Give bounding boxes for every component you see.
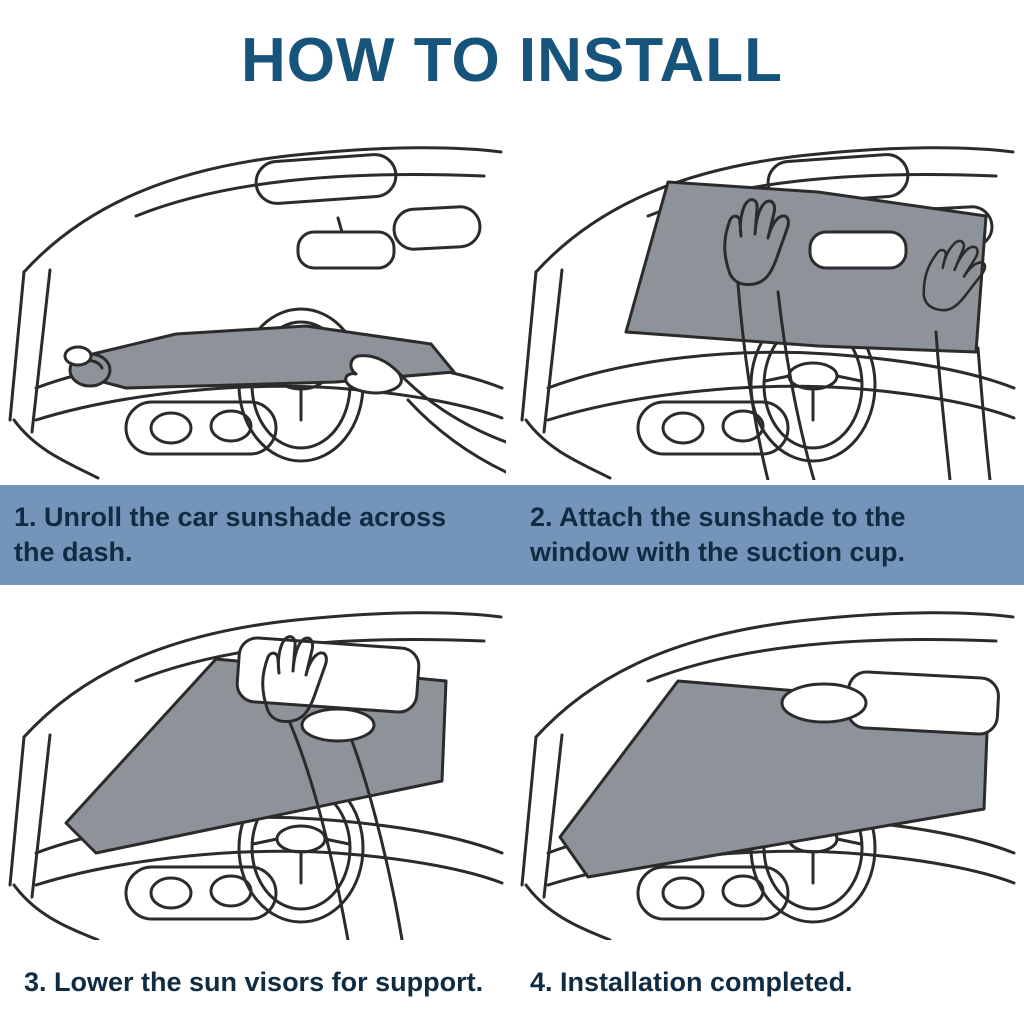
illustration-row-1 — [0, 120, 1024, 485]
step-3-lower-visors-illustration — [8, 611, 504, 940]
step-2-panel — [512, 120, 1024, 485]
step-1-panel — [0, 120, 512, 485]
step-2-caption: 2. Attach the sunshade to the window wit… — [530, 502, 906, 567]
step-4-panel — [512, 585, 1024, 940]
step-3-panel — [0, 585, 512, 940]
step-2-attach-sunshade-illustration — [520, 146, 1016, 480]
step-1-unroll-sunshade-illustration — [8, 146, 506, 480]
caption-band-steps-1-2: 1. Unroll the car sunshade across the da… — [0, 485, 1024, 585]
page-title: HOW TO INSTALL — [240, 25, 784, 95]
step-4-caption: 4. Installation completed. — [530, 966, 853, 997]
step-3-caption: 3. Lower the sun visors for support. — [24, 966, 484, 997]
title-bar: HOW TO INSTALL — [0, 0, 1024, 120]
step-1-caption: 1. Unroll the car sunshade across the da… — [14, 502, 447, 567]
caption-band-steps-3-4: 3. Lower the sun visors for support. 4. … — [0, 940, 1024, 1024]
step-4-installation-completed-illustration — [520, 611, 1016, 940]
illustration-row-2 — [0, 585, 1024, 940]
